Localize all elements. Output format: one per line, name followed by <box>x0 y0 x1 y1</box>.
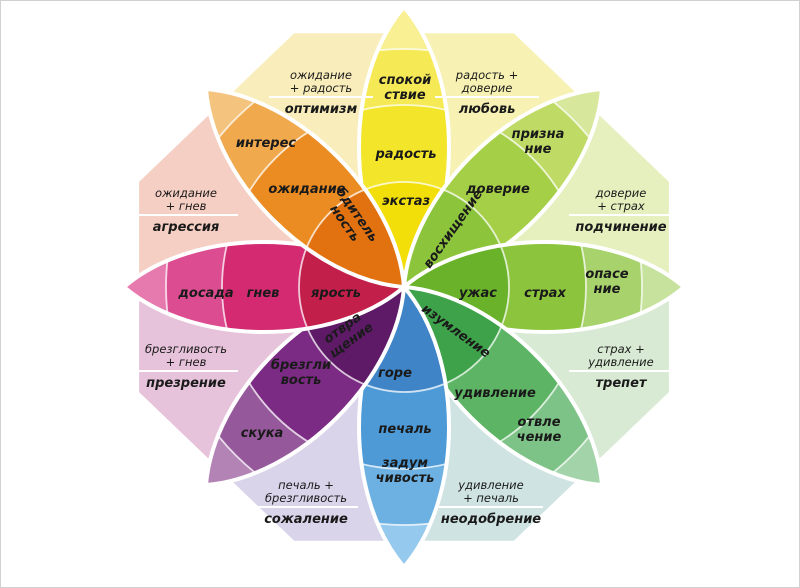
petal-band-0 <box>298 287 404 393</box>
emotion-label-anger-0: ярость <box>310 286 361 301</box>
petal-band-1 <box>221 242 404 332</box>
petal-band-0 <box>404 181 510 287</box>
svg-text:сожаление: сожаление <box>264 512 348 527</box>
petal-band-0 <box>298 181 404 287</box>
svg-text:+ гнев: + гнев <box>166 199 207 213</box>
svg-text:страх +: страх + <box>597 342 644 356</box>
svg-text:агрессия: агрессия <box>153 220 220 235</box>
svg-text:ожидание: ожидание <box>155 186 217 200</box>
combination-label-неодобрение: удивление+ печаль неодобрение <box>439 478 543 527</box>
svg-text:брезгливость: брезгливость <box>145 342 227 356</box>
svg-text:доверие: доверие <box>461 81 513 95</box>
combination-label-агрессия: ожидание+ гнев агрессия <box>134 186 238 235</box>
emotion-label-joy-0: экстаз <box>382 194 430 209</box>
svg-text:презрение: презрение <box>146 376 226 391</box>
emotion-label-fear-1: страх <box>524 286 566 301</box>
svg-text:радость +: радость + <box>455 68 518 82</box>
petal-band-0 <box>359 181 449 287</box>
petal-band-1 <box>221 287 404 470</box>
petal-band-1 <box>221 104 404 287</box>
svg-text:удивление: удивление <box>457 478 524 492</box>
emotion-label-joy-1: радость <box>375 147 437 162</box>
svg-text:трепет: трепет <box>596 376 648 391</box>
petal-band-0 <box>404 287 510 393</box>
svg-text:оптимизм: оптимизм <box>285 102 358 117</box>
svg-text:печаль +: печаль + <box>278 478 334 492</box>
emotion-label-sadness-1: печаль <box>378 422 431 437</box>
petal-band-2 <box>359 48 449 287</box>
combination-label-оптимизм: ожидание+ радость оптимизм <box>269 68 373 117</box>
svg-text:подчинение: подчинение <box>575 220 666 235</box>
emotion-label-anticipation-2: интерес <box>236 136 297 151</box>
svg-text:неодобрение: неодобрение <box>441 512 541 527</box>
emotion-label-surprise-1: удивление <box>454 386 536 401</box>
svg-text:доверие: доверие <box>595 186 647 200</box>
combination-label-сожаление: печаль +брезгливость сожаление <box>254 478 358 527</box>
emotion-label-anger-2: досада <box>177 286 233 301</box>
svg-text:+ радость: + радость <box>290 81 352 95</box>
emotion-label-fear-0: ужас <box>459 286 497 301</box>
svg-text:+ печаль: + печаль <box>463 491 519 505</box>
petal-band-2 <box>359 287 449 526</box>
combination-label-подчинение: доверие+ страх подчинение <box>569 186 673 235</box>
petal-band-0 <box>404 242 510 332</box>
emotion-label-trust-1: доверие <box>465 182 530 197</box>
svg-text:+ страх: + страх <box>597 199 645 213</box>
combination-label-трепет: страх +удивление трепет <box>569 342 673 391</box>
petal-outline <box>203 86 407 290</box>
petal-band-1 <box>404 287 587 470</box>
emotion-label-anticipation-1: ожидание <box>268 182 345 197</box>
emotion-label-disgust-2: скука <box>241 426 284 441</box>
combination-label-любовь: радость +доверие любовь <box>435 68 539 117</box>
petal-band-2 <box>165 242 404 332</box>
emotion-label-anger-1: гнев <box>247 286 280 301</box>
petal-band-0 <box>298 242 404 332</box>
petal-anticipation <box>203 86 407 290</box>
svg-text:удивление: удивление <box>587 355 654 369</box>
petal-band-1 <box>359 287 449 470</box>
svg-text:ожидание: ожидание <box>290 68 352 82</box>
petal-band-0 <box>359 287 449 393</box>
svg-text:любовь: любовь <box>459 102 516 117</box>
petal-band-1 <box>404 242 587 332</box>
petal-band-1 <box>404 104 587 287</box>
svg-text:+ гнев: + гнев <box>166 355 207 369</box>
emotion-label-sadness-0: горе <box>378 366 412 381</box>
petal-band-2 <box>404 242 643 332</box>
combination-label-презрение: брезгливость+ гнев презрение <box>134 342 238 391</box>
petal-band-1 <box>359 104 449 287</box>
svg-text:брезгливость: брезгливость <box>265 491 347 505</box>
